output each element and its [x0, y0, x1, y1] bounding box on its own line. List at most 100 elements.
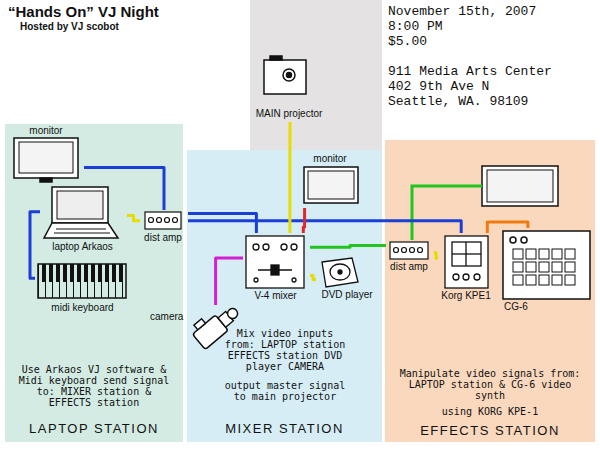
- text-slot: Mix video inputs from: LAPTOP station EF…: [219, 328, 351, 372]
- station-note: output master signal to main projector: [219, 380, 351, 402]
- monitor-icon: [482, 166, 558, 206]
- icon-part: [145, 212, 181, 229]
- icon-part: [390, 242, 428, 259]
- korg-icon: [445, 236, 488, 288]
- text-slot: monitor: [10, 125, 82, 137]
- cg6-icon: [503, 231, 590, 299]
- icon-part: [487, 170, 553, 202]
- icon-part: [330, 264, 350, 280]
- dvd-device: DVD player: [316, 256, 380, 303]
- text-slot: V-4 mixer: [243, 290, 308, 302]
- text-slot: MIXER STATION: [187, 421, 382, 436]
- keyboard-icon: [38, 264, 126, 298]
- korg-device: Korg KPE1: [438, 233, 496, 305]
- icon-part: [418, 248, 423, 253]
- device-label: midi keyboard: [35, 302, 130, 314]
- station-note: Use Arkaos VJ software & Midi keyboard s…: [15, 364, 173, 408]
- text-slot: dist amp: [386, 261, 432, 273]
- icon-part: [263, 244, 269, 250]
- icon-part: [503, 231, 590, 299]
- laptop-icon: [44, 187, 118, 238]
- icon-part: [304, 167, 358, 203]
- projector-icon: [264, 56, 306, 94]
- station-panel: Use Arkaos VJ software & Midi keyboard s…: [5, 124, 185, 442]
- icon-part: [482, 166, 558, 206]
- video-cable: [84, 167, 164, 210]
- icon-part: [157, 218, 162, 223]
- icon-part: [452, 242, 481, 266]
- icon-part: [149, 218, 154, 223]
- icon-part: [54, 233, 110, 234]
- video-cable: [310, 245, 386, 247]
- icon-part: [445, 236, 488, 288]
- text-slot: monitor: [298, 153, 362, 165]
- icon-part: [271, 265, 279, 275]
- device-label: dist amp: [386, 261, 432, 273]
- laptop-device: laptop Arkaos: [40, 183, 127, 255]
- icon-part: [338, 270, 342, 274]
- text-slot: November 15th, 2007: [388, 4, 536, 19]
- monitor-device: monitor: [298, 153, 364, 208]
- icon-part: [510, 237, 516, 243]
- venue-line: 402 9th Ave N: [388, 79, 489, 94]
- dist-amp-icon: [390, 242, 428, 259]
- station-grounds: [5, 0, 595, 442]
- text-slot: laptop Arkaos: [40, 241, 125, 253]
- text-slot: Seattle, WA. 98109: [388, 94, 528, 109]
- synth-device: CG-6: [500, 228, 593, 315]
- text-slot: Hosted by VJ scobot: [20, 21, 119, 32]
- device-label: MAIN projector: [250, 108, 328, 120]
- icon-part: [38, 264, 126, 298]
- icon-part: [56, 229, 106, 230]
- event-date: November 15th, 2007: [388, 4, 536, 19]
- video-cable: [127, 215, 140, 220]
- text-slot: Korg KPE1: [438, 290, 494, 302]
- device-label: laptop Arkaos: [40, 241, 125, 253]
- icon-part: [19, 142, 73, 173]
- device-label: monitor: [298, 153, 362, 165]
- device-label: DVD player: [316, 289, 378, 301]
- icon-part: [322, 258, 358, 287]
- icon-part: [281, 244, 287, 250]
- icon-part: [463, 274, 469, 280]
- icon-part: [308, 171, 354, 199]
- text-slot: midi keyboard: [35, 302, 130, 314]
- text-slot: 911 Media Arts Center: [388, 64, 552, 79]
- icon-part: [512, 248, 577, 287]
- monitor-cable: [412, 186, 482, 240]
- station-note: Manipulate video signals from: LAPTOP st…: [395, 368, 585, 401]
- icon-part: [521, 237, 527, 243]
- device-label: V-4 mixer: [243, 290, 308, 302]
- dist-amp-device: dist amp: [140, 210, 188, 246]
- device-label: monitor: [10, 125, 82, 137]
- icon-part: [264, 60, 306, 94]
- icon-part: [52, 187, 108, 223]
- station-note: Mix video inputs from: LAPTOP station EF…: [219, 328, 351, 372]
- text-slot: “Hands On” VJ Night: [8, 3, 159, 20]
- icon-part: [292, 278, 296, 282]
- device-label: CG-6: [504, 301, 554, 313]
- device-label: camera: [150, 311, 194, 323]
- venue-line: 911 Media Arts Center: [388, 64, 552, 79]
- station-name: MIXER STATION: [187, 421, 382, 436]
- monitor-icon: [14, 138, 78, 182]
- text-slot: Manipulate video signals from: LAPTOP st…: [395, 368, 585, 401]
- text-slot: camera: [150, 311, 194, 323]
- icon-part: [291, 244, 297, 250]
- text-slot: using KORG KPE-1: [395, 406, 585, 417]
- video-cable: [288, 122, 291, 233]
- text-slot: $5.00: [388, 34, 427, 49]
- monitor-icon: [304, 167, 358, 203]
- video-cable: [30, 212, 40, 278]
- keyboard-device: midi keyboard: [35, 262, 132, 316]
- text-slot: dist amp: [140, 232, 186, 244]
- icon-part: [246, 236, 304, 288]
- text-slot: MAIN projector: [250, 108, 328, 120]
- text-slot: CG-6: [504, 301, 554, 313]
- station-panel: Manipulate video signals from: LAPTOP st…: [385, 140, 597, 442]
- v4-mixer-icon: [246, 236, 304, 288]
- icon-part: [453, 274, 459, 280]
- text-slot: output master signal to main projector: [219, 380, 351, 402]
- station-name: LAPTOP STATION: [5, 421, 183, 436]
- venue-line: Seattle, WA. 98109: [388, 94, 528, 109]
